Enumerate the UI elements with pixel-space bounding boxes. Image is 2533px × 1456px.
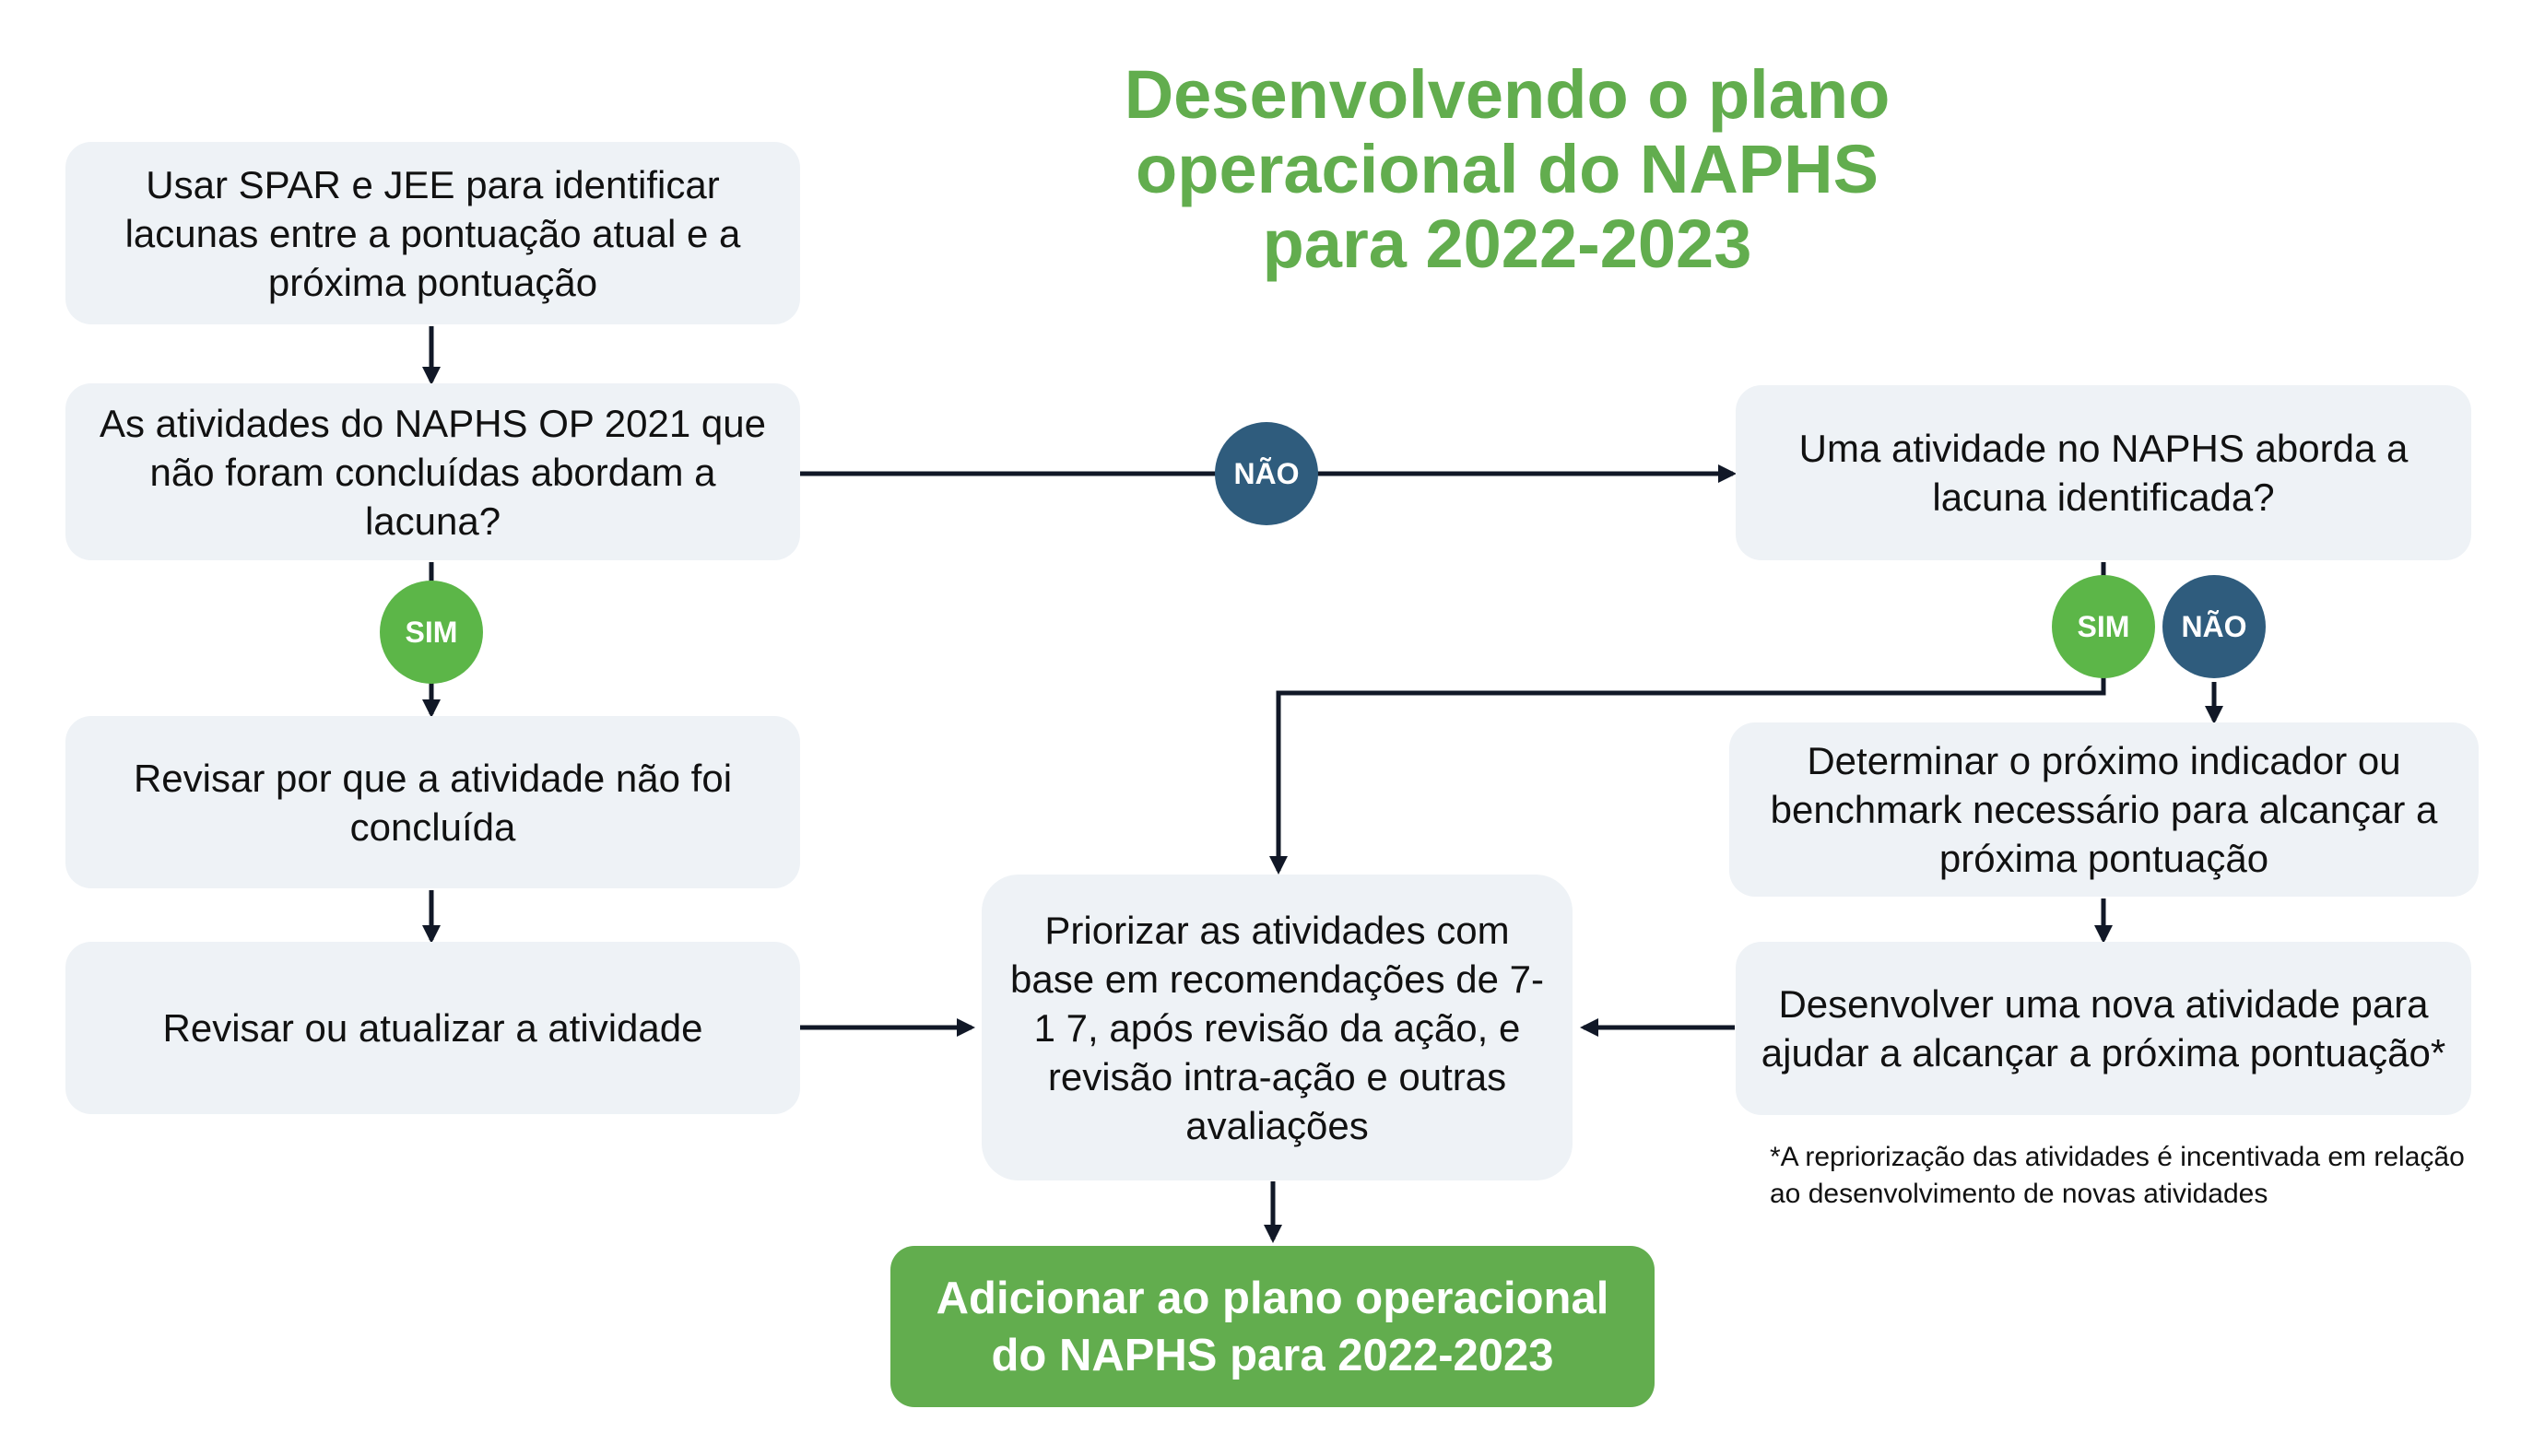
badge-nao-right: NÃO (2162, 575, 2266, 678)
badge-sim-left: SIM (380, 581, 483, 684)
box-identify-gaps-text: Usar SPAR e JEE para identificar lacunas… (124, 162, 741, 304)
box-naphs-question-text: Uma atividade no NAPHS aborda a lacuna i… (1798, 427, 2409, 519)
box-naphs-question: Uma atividade no NAPHS aborda a lacuna i… (1736, 385, 2471, 560)
box-op2021-question: As atividades do NAPHS OP 2021 que não f… (65, 383, 800, 560)
box-prioritize-text: Priorizar as atividades com base em reco… (1010, 908, 1544, 1147)
box-add-plan: Adicionar ao plano operacional do NAPHS … (890, 1246, 1655, 1407)
box-review-why-text: Revisar por que a atividade não foi conc… (133, 756, 733, 849)
box-review-update-text: Revisar ou atualizar a atividade (162, 1006, 703, 1050)
badge-sim-right: SIM (2052, 575, 2155, 678)
box-review-why: Revisar por que a atividade não foi conc… (65, 716, 800, 888)
box-review-update: Revisar ou atualizar a atividade (65, 942, 800, 1114)
box-next-indicator-text: Determinar o próximo indicador ou benchm… (1770, 739, 2438, 880)
box-new-activity: Desenvolver uma nova atividade para ajud… (1736, 942, 2471, 1115)
box-identify-gaps: Usar SPAR e JEE para identificar lacunas… (65, 142, 800, 324)
box-prioritize: Priorizar as atividades com base em reco… (982, 875, 1573, 1180)
badge-nao-center: NÃO (1215, 422, 1318, 525)
footnote: *A repriorização das atividades é incent… (1770, 1142, 2465, 1209)
box-add-plan-text: Adicionar ao plano operacional do NAPHS … (936, 1273, 1609, 1380)
box-next-indicator: Determinar o próximo indicador ou benchm… (1729, 722, 2479, 897)
diagram-title: Desenvolvendo o plano operacional do NAP… (1124, 56, 1891, 282)
box-new-activity-text: Desenvolver uma nova atividade para ajud… (1761, 982, 2446, 1074)
box-op2021-question-text: As atividades do NAPHS OP 2021 que não f… (99, 401, 766, 543)
